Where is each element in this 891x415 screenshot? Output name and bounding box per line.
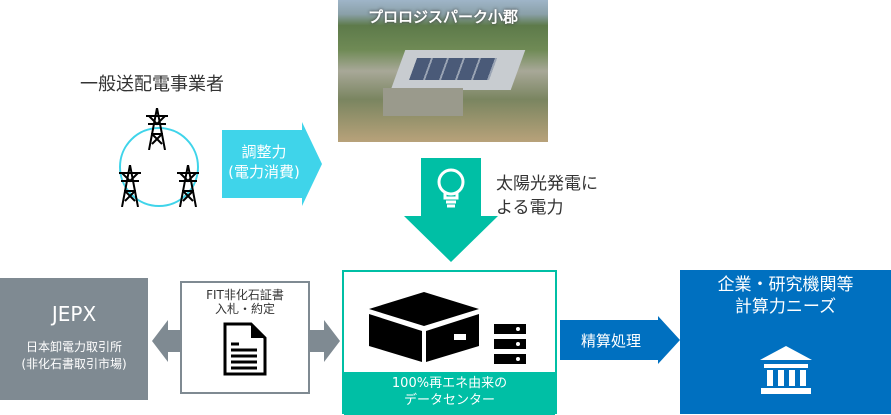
datacenter-line1: 100%再エネ由来の	[391, 376, 508, 391]
server-icon	[494, 324, 526, 364]
adjust-label-line2: (電力消費)	[228, 163, 300, 181]
datacenter-box: 100%再エネ由来のデータセンター	[342, 270, 557, 415]
jepx-title: JEPX	[51, 302, 97, 326]
settlement-label: 精算処理	[580, 332, 641, 350]
transmission-tower-icon	[119, 165, 141, 207]
jepx-line2: (非化石書取引市場)	[21, 357, 127, 371]
solar-label-line1: 太陽光発電に	[496, 174, 598, 194]
left-arrow	[152, 320, 180, 362]
photo-title: プロロジスパーク小郡	[367, 8, 518, 26]
certificate-box: FIT非化石証書 入札・約定	[180, 281, 310, 394]
transmission-tower-icon	[177, 165, 199, 207]
datacenter-line2: データセンター	[403, 393, 495, 408]
right-arrow	[310, 320, 340, 362]
adjust-arrow	[222, 122, 322, 206]
adjust-label-line1: 調整力	[241, 143, 287, 161]
institution-building-icon	[759, 346, 812, 394]
customer-line2: 計算力ニーズ	[734, 297, 837, 317]
customer-box: 企業・研究機関等 計算力ニーズ	[680, 270, 891, 414]
grid-operator-label: 一般送配電事業者	[80, 74, 224, 95]
jepx-box: JEPX 日本卸電力取引所 (非化石書取引市場)	[0, 278, 148, 400]
solar-label: 太陽光発電による電力	[496, 172, 598, 220]
transmission-tower-icon	[146, 108, 168, 150]
solar-label-line2: よる電力	[496, 198, 564, 218]
certificate-line1: FIT非化石証書	[206, 288, 284, 302]
solar-panels	[408, 58, 498, 80]
solar-power-arrow	[404, 158, 498, 262]
customer-line1: 企業・研究機関等	[717, 275, 854, 295]
warehouse-wall	[383, 88, 463, 116]
grid-circle	[119, 127, 199, 207]
jepx-line1: 日本卸電力取引所	[25, 340, 122, 354]
logistics-park-photo: プロロジスパーク小郡	[338, 0, 548, 142]
settlement-arrow	[560, 316, 680, 364]
document-icon	[223, 322, 267, 376]
adjust-arrow-label: 調整力 (電力消費)	[222, 142, 306, 182]
certificate-line2: 入札・約定	[214, 302, 275, 316]
datacenter-label: 100%再エネ由来のデータセンター	[344, 372, 555, 415]
box-icon	[369, 292, 479, 362]
light-bulb-icon	[437, 168, 465, 208]
